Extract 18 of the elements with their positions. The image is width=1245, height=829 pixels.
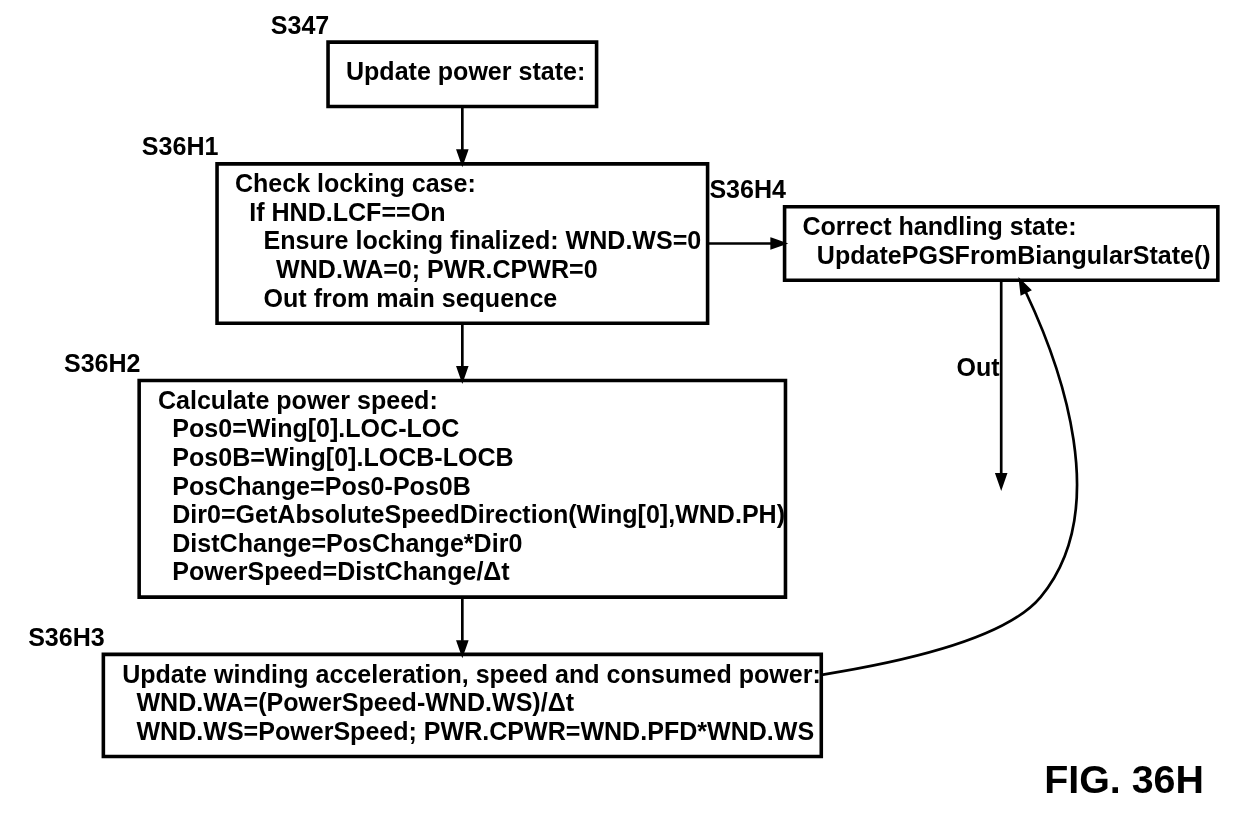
node-label: S36H1 <box>141 132 218 161</box>
node-label: S347 <box>270 10 329 39</box>
node-label: S36H3 <box>27 622 105 651</box>
arrow <box>455 597 469 659</box>
arrow <box>455 107 469 168</box>
node-box: Correct handling state: UpdatePGSFromBiangularState() <box>782 205 1220 282</box>
arrow <box>994 280 1007 491</box>
arrow <box>707 237 788 250</box>
node-box: Calculate power speed: Pos0=Wing[0].LOC-LOC Pos0B=Wing[0].LOCB-LOCB PosChange=Pos0-Pos0B Dir0=GetAbsoluteSpeedDirection(Wing[0],WND.PH) DistChange=PosChange*Dir0 PowerSpeed=DistChange/Δt <box>136 378 787 599</box>
node-box: Check locking case: If HND.LCF==On Ensure locking finalized: WND.WS=0 WND.WA=0; PWR.CPWR=0 Out from main sequence <box>214 162 709 325</box>
node-box: Update power state: <box>325 40 598 109</box>
arrow <box>455 323 469 384</box>
node-box: Update winding acceleration, speed and consumed power: WND.WA=(PowerSpeed-WND.WS)/Δt WND.WS=PowerSpeed; PWR.CPWR=WND.PFD*WND.WS <box>101 652 823 759</box>
caption: FIG. 36H <box>1043 757 1204 802</box>
arrow <box>820 276 1078 677</box>
node-label: S36H4 <box>708 175 786 204</box>
node-label: S36H2 <box>63 348 141 377</box>
edge-label: Out <box>955 353 1000 382</box>
